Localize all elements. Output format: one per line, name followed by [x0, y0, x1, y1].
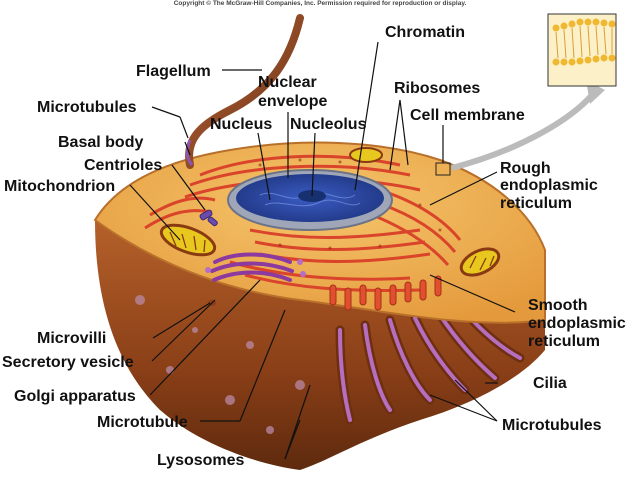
label-microvilli: Microvilli [37, 330, 106, 347]
label-lysosomes: Lysosomes [157, 452, 245, 469]
golgi-apparatus [210, 252, 294, 282]
label-nucleus: Nucleus [210, 116, 272, 133]
cytoplasm-surface [93, 141, 546, 324]
label-nuclear-envelope-1: Nuclear [258, 74, 317, 91]
label-secretory-vesicle: Secretory vesicle [2, 354, 134, 371]
lysosome-spots [135, 295, 305, 434]
label-rough-er-1: Rough [500, 160, 551, 177]
label-group: Flagellum Microtubules Basal body Centri… [2, 24, 626, 469]
label-nucleolus: Nucleolus [290, 116, 367, 133]
label-smooth-er-2: endoplasmic [528, 315, 626, 332]
label-microtubules-bottom: Microtubules [502, 417, 602, 434]
label-microtubule: Microtubule [97, 414, 188, 431]
ribosome-dots [258, 158, 442, 250]
smooth-endoplasmic-reticulum [329, 275, 442, 311]
inset-arrow [451, 93, 595, 171]
label-microtubules-top: Microtubules [37, 99, 137, 116]
label-smooth-er-1: Smooth [528, 297, 588, 314]
label-mitochondrion: Mitochondrion [4, 178, 115, 195]
label-ribosomes: Ribosomes [394, 80, 480, 97]
label-rough-er-3: reticulum [500, 195, 572, 212]
cell-wall [95, 220, 545, 470]
label-cilia: Cilia [533, 375, 567, 392]
label-rough-er-2: endoplasmic [500, 177, 598, 194]
leader-lines [129, 41, 516, 460]
label-nuclear-envelope-2: envelope [258, 93, 327, 110]
label-cell-membrane: Cell membrane [410, 107, 525, 124]
label-smooth-er-3: reticulum [528, 333, 600, 350]
label-chromatin: Chromatin [385, 24, 465, 41]
membrane-inset [547, 13, 617, 87]
mitochondria [159, 147, 501, 277]
label-flagellum: Flagellum [136, 63, 211, 80]
golgi-vesicles [205, 259, 306, 277]
label-basal-body: Basal body [58, 134, 143, 151]
label-centrioles: Centrioles [84, 157, 162, 174]
centrioles [199, 209, 218, 227]
flagellum [185, 14, 304, 169]
label-golgi-apparatus: Golgi apparatus [14, 388, 136, 405]
copyright-notice: Copyright © The McGraw-Hill Companies, I… [173, 0, 467, 7]
